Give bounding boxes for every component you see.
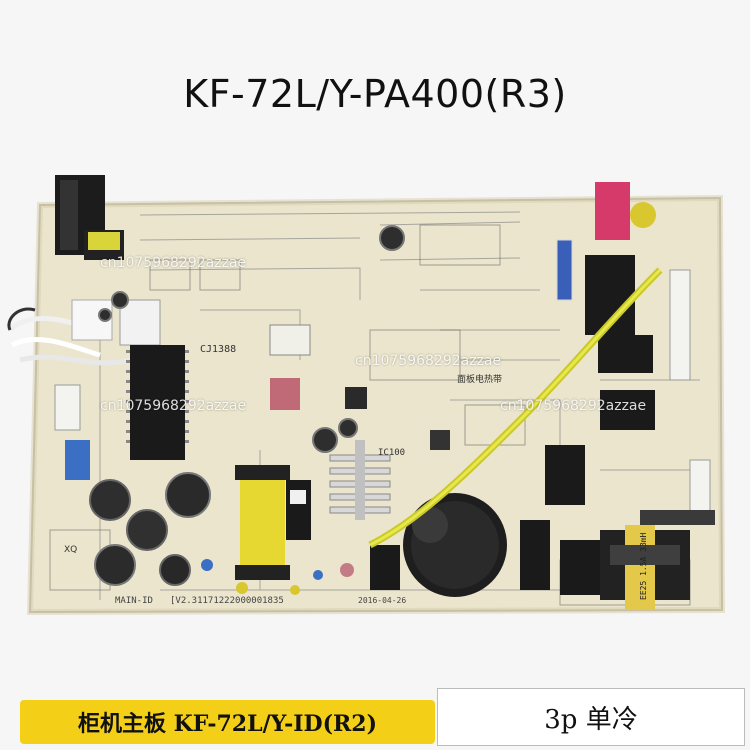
pcb-version-text: [V2.31171222000001835: [170, 596, 284, 606]
pcb-tag-label: XQ: [64, 545, 77, 555]
watermark-3: cn1075968292azzae: [100, 398, 247, 414]
pcb-chip-label: CJ1388: [200, 344, 236, 355]
watermark-4: cn1075968292azzae: [500, 398, 647, 414]
caption-model: 柜机主板 KF-72L/Y-ID(R2): [20, 700, 435, 744]
watermark-2: cn1075968292azzae: [355, 353, 502, 369]
caption-spec: 3p 单冷: [437, 688, 745, 746]
watermark-1: cn1075968292azzae: [100, 255, 247, 271]
pcb-heat-label: 面板电热带: [457, 373, 502, 385]
pcb-date-text: 2016-04-26: [358, 596, 406, 605]
pcb-id-text: MAIN-ID: [115, 596, 153, 606]
pcb-coil-label: EE25 1.5A 33mH: [639, 532, 648, 600]
pcb-ic-label: IC100: [378, 448, 405, 458]
product-title: KF-72L/Y-PA400(R3): [183, 72, 567, 116]
